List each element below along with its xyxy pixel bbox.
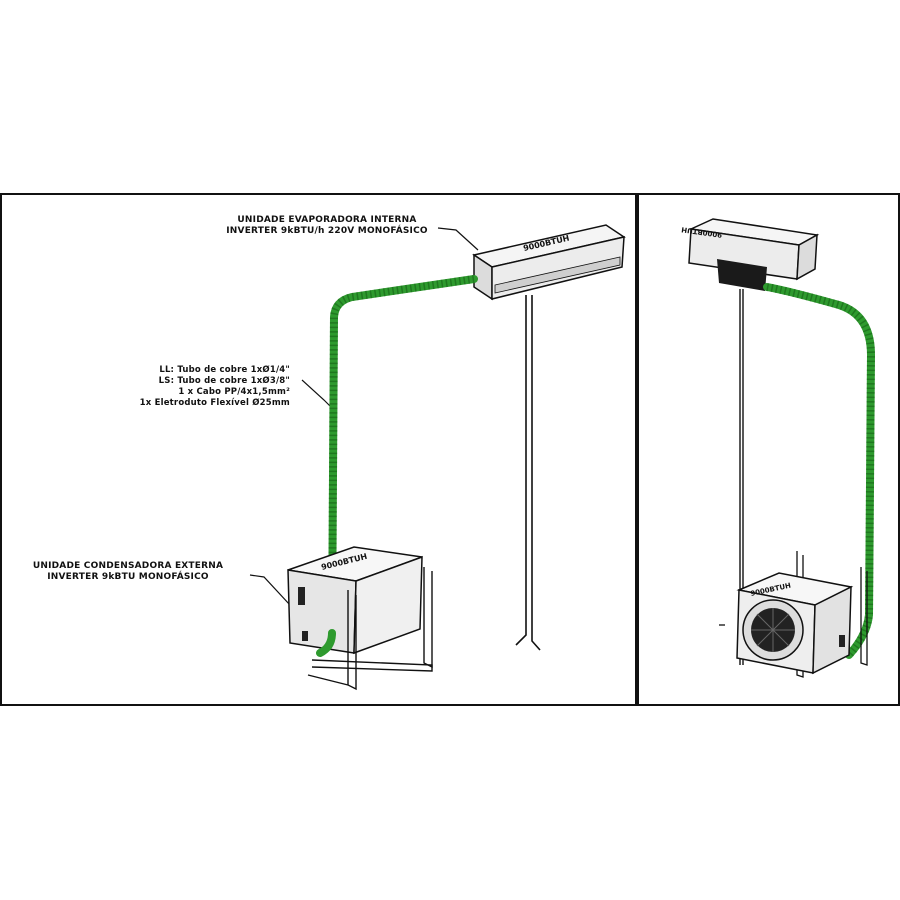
condenser-label-line1: UNIDADE CONDENSADORA EXTERNA: [32, 561, 224, 571]
evaporator-label-line2: INVERTER 9kBTU/h 220V MONOFÁSICO: [226, 226, 428, 236]
indoor-unit-left: 9000BTUH: [472, 224, 626, 301]
indoor-unit-right: 9000BTUH: [681, 218, 820, 291]
condenser-leader-line: [249, 574, 291, 606]
line-set-conduit: 1x Eletroduto Flexível Ø25mm: [139, 398, 290, 408]
right-diagram-drawing: 9000BTUH 9000BTUH: [681, 218, 876, 678]
right-installation-panel: 9000BTUH 9000BTUH: [637, 193, 900, 706]
evaporator-leader-line: [437, 227, 479, 251]
line-set-cable: 1 x Cabo PP/4x1,5mm²: [178, 387, 290, 397]
left-installation-panel: 9000BTUH 9000BTUH UNIDADE EVAPORADORA IN…: [0, 193, 637, 706]
outdoor-unit-right: 9000BTUH: [736, 572, 854, 675]
outdoor-unit-left: 9000BTUH: [287, 546, 423, 655]
condenser-label: UNIDADE CONDENSADORA EXTERNA INVERTER 9k…: [6, 561, 250, 583]
line-set-leader-line: [301, 379, 335, 411]
left-diagram-drawing: 9000BTUH 9000BTUH: [249, 224, 626, 691]
condenser-label-line2: INVERTER 9kBTU MONOFÁSICO: [47, 572, 209, 582]
evaporator-label-line1: UNIDADE EVAPORADORA INTERNA: [237, 215, 417, 225]
line-set-ll: LL: Tubo de cobre 1xØ1/4": [159, 365, 290, 375]
green-conduit-left: [328, 275, 478, 639]
drain-pipe-left: [515, 295, 541, 651]
line-set-label: LL: Tubo de cobre 1xØ1/4" LS: Tubo de co…: [90, 365, 290, 409]
outdoor-unit-bracket-left: [307, 567, 433, 691]
evaporator-label: UNIDADE EVAPORADORA INTERNA INVERTER 9kB…: [207, 215, 447, 237]
line-set-ls: LS: Tubo de cobre 1xØ3/8": [158, 376, 290, 386]
